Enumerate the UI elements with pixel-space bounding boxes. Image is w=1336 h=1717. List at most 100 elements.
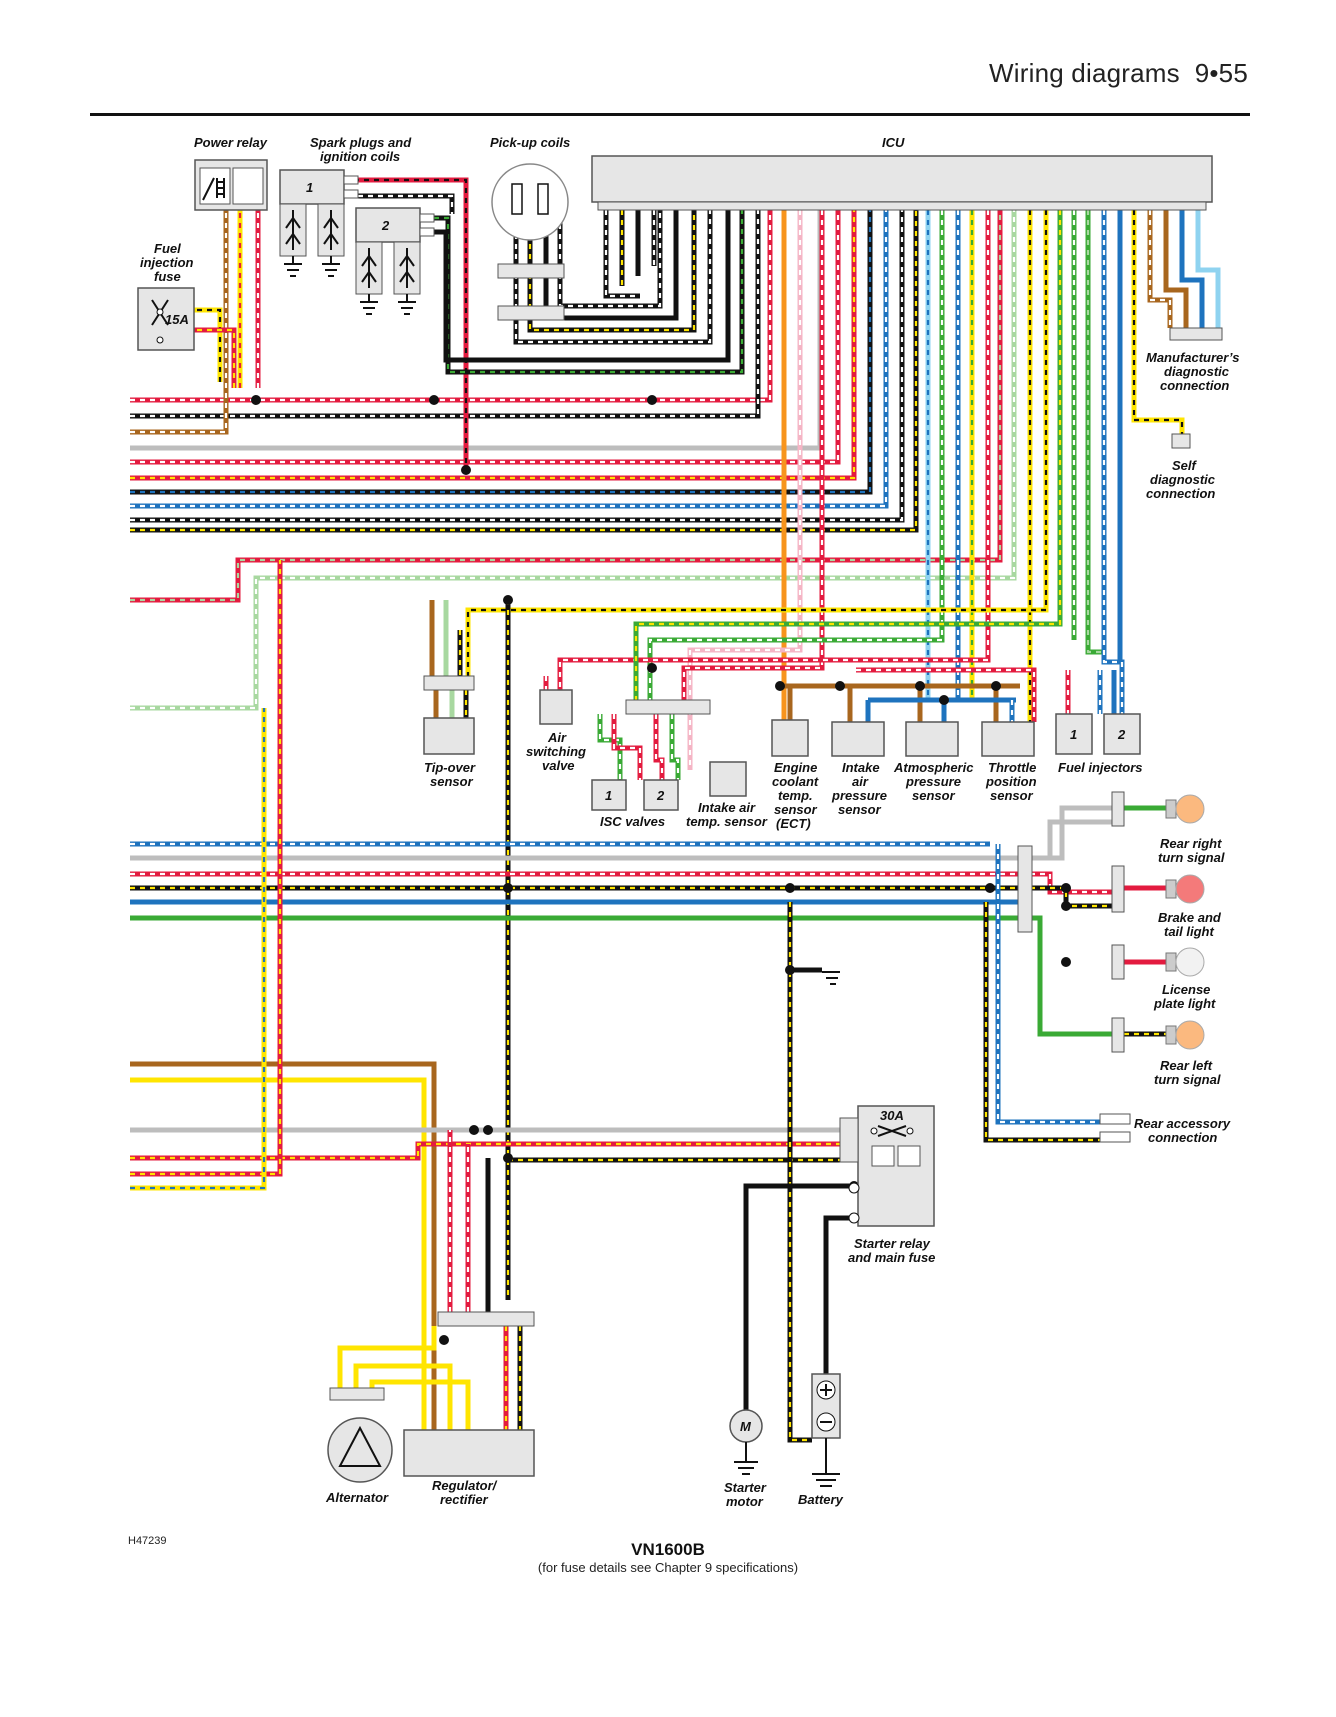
wire-42 xyxy=(1101,210,1125,714)
sdc-label-3: connection xyxy=(1146,486,1215,501)
iat-label-2: temp. sensor xyxy=(686,814,768,829)
drawing-code: H47239 xyxy=(128,1535,167,1547)
iat-label-1: Intake air xyxy=(698,800,756,815)
junction-dot xyxy=(461,465,471,475)
brake-tail-bulb xyxy=(1165,874,1205,904)
fuse-label-2: injection xyxy=(140,255,194,270)
mdc-label-3: connection xyxy=(1160,378,1229,393)
ignition-coil-2: 2 xyxy=(355,207,435,315)
junction-dot xyxy=(785,883,795,893)
wire-47 xyxy=(1179,210,1205,328)
ect-label-3: temp. xyxy=(778,788,813,803)
wire-103 xyxy=(369,1379,471,1430)
fuel-injector-2: 2 xyxy=(1103,713,1141,755)
manufacturers-diagnostic-connector xyxy=(1169,327,1223,341)
wire-10 xyxy=(130,210,919,533)
wire-62 xyxy=(597,714,623,780)
ignition-coil-1: 1 xyxy=(279,169,359,277)
wire-48 xyxy=(1195,210,1221,328)
rac-label-1: Rear accessory xyxy=(1134,1116,1231,1131)
junction-dot xyxy=(1061,901,1071,911)
wire-41 xyxy=(1085,210,1104,655)
junction-dot xyxy=(647,395,657,405)
wire-38 xyxy=(465,210,1049,676)
rear-light-connectors xyxy=(1017,791,1125,1053)
sdc-label-2: diagnostic xyxy=(1150,472,1216,487)
pickup-coils-label: Pick-up coils xyxy=(490,135,570,150)
junction-dot xyxy=(503,883,513,893)
asv-label-3: valve xyxy=(542,758,575,773)
junction-dots xyxy=(251,395,1071,1345)
junction-dot xyxy=(991,681,1001,691)
starter-label-1: Starter xyxy=(724,1480,767,1495)
wire-18 xyxy=(358,193,455,214)
asv-label-2: switching xyxy=(526,744,586,759)
rlt-label-1: Rear left xyxy=(1160,1058,1213,1073)
wire-63 xyxy=(611,714,643,780)
wire-46 xyxy=(1163,210,1189,328)
wire-24 xyxy=(557,210,663,309)
junction-dot xyxy=(503,595,513,605)
pickup-coils xyxy=(491,163,569,321)
mdc-label-1: Manufacturer’s xyxy=(1146,350,1239,365)
motor-symbol: M xyxy=(740,1419,752,1434)
isc-valve-2: 2 xyxy=(643,779,679,811)
wire-87 xyxy=(787,902,812,1443)
icu-unit xyxy=(591,155,1213,211)
starter-label-2: motor xyxy=(726,1494,764,1509)
wire-36 xyxy=(557,210,991,690)
atm-label-1: Atmospheric xyxy=(893,760,974,775)
rear-accessory-connector xyxy=(1099,1113,1131,1143)
wire-9 xyxy=(130,210,905,523)
rrt-label-2: turn signal xyxy=(1158,850,1225,865)
starter-relay-main-fuse: 30A xyxy=(839,1105,935,1227)
lpl-label-1: License xyxy=(1162,982,1210,997)
junction-dot xyxy=(647,663,657,673)
junction-dot xyxy=(985,883,995,893)
atmospheric-pressure-sensor xyxy=(905,721,959,757)
wire-31 xyxy=(681,210,825,700)
junction-dot xyxy=(503,1153,513,1163)
wire-80 xyxy=(130,1061,437,1430)
lpl-label-2: plate light xyxy=(1153,996,1216,1011)
wire-3 xyxy=(130,210,229,435)
frame-ground xyxy=(822,971,840,985)
rac-label-2: connection xyxy=(1148,1130,1217,1145)
wire-97 xyxy=(1032,805,1112,861)
injector-1-number: 1 xyxy=(1070,727,1077,742)
wire-25 xyxy=(603,210,640,299)
wire-harness xyxy=(130,177,1221,1443)
intake-air-temp-sensor xyxy=(709,761,747,797)
asv-label-1: Air xyxy=(547,730,567,745)
wire-79 xyxy=(130,915,1112,1037)
wire-11 xyxy=(130,210,1003,603)
page-heading: Wiring diagrams 9•55 xyxy=(989,58,1248,89)
atm-label-2: pressure xyxy=(905,774,961,789)
iap-label-3: pressure xyxy=(831,788,887,803)
junction-dot xyxy=(835,681,845,691)
ect-label-5: (ECT) xyxy=(776,816,811,831)
wire-90 xyxy=(823,1215,854,1374)
battery-label: Battery xyxy=(798,1492,844,1507)
wire-44 xyxy=(1131,210,1185,434)
wire-102 xyxy=(353,1363,453,1430)
wire-7 xyxy=(130,210,873,495)
wire-65 xyxy=(669,714,681,780)
wire-5 xyxy=(130,210,841,465)
relay-fuse-rating: 30A xyxy=(880,1108,904,1123)
page-header: Wiring diagrams 9•55 xyxy=(0,0,1336,120)
junction-dot xyxy=(939,695,949,705)
fuse-note: (for fuse details see Chapter 9 specific… xyxy=(537,1560,799,1575)
wire-2 xyxy=(130,210,761,419)
component-labels: Power relay Spark plugs and ignition coi… xyxy=(140,135,1239,1509)
wire-39 xyxy=(633,210,1063,700)
isc-junction-block xyxy=(625,699,711,715)
wire-76 xyxy=(130,871,1112,895)
relay-label-1: Starter relay xyxy=(854,1236,931,1251)
wire-75 xyxy=(130,819,1112,861)
mdc-label-2: diagnostic xyxy=(1164,364,1230,379)
wire-1 xyxy=(130,210,773,403)
heading-title: Wiring diagrams xyxy=(989,58,1180,88)
junction-dot xyxy=(483,1125,493,1135)
